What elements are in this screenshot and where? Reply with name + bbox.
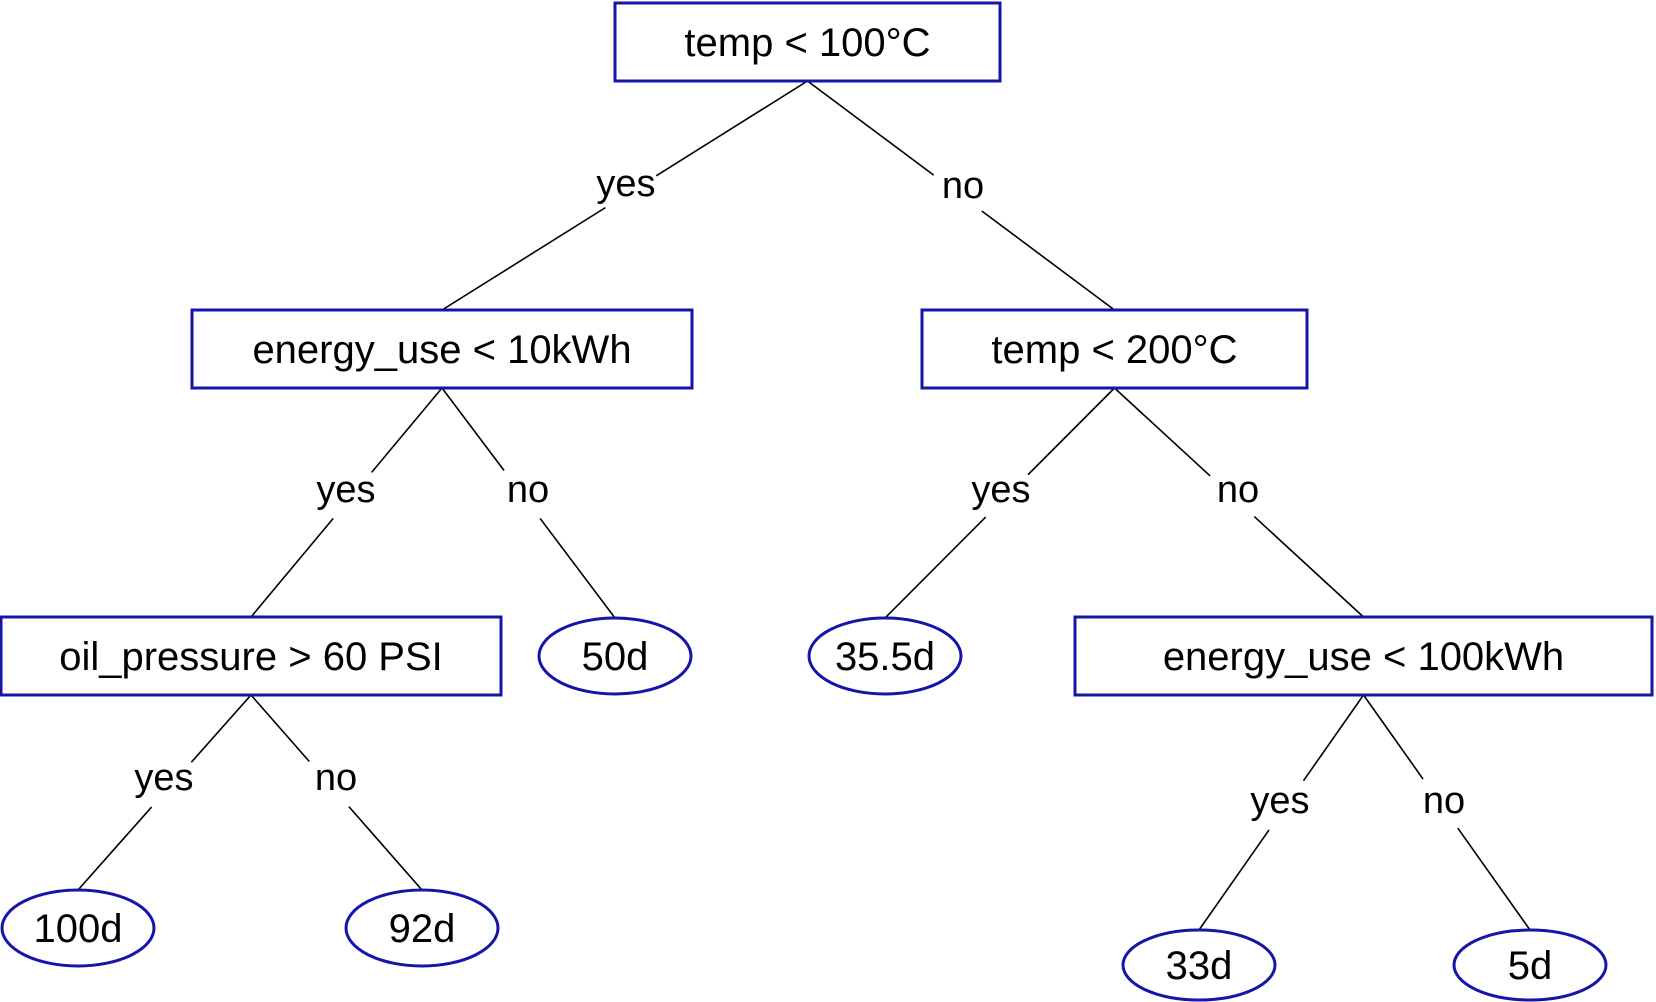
leaf-node-label: 50d [582,635,649,679]
branch-label-no: no [315,757,357,799]
leaf-node-leaf_100 [0,888,156,968]
decision-node-label: energy_use < 100kWh [1163,635,1564,679]
branch-label-yes: yes [596,163,655,205]
edge-oil-to-leaf_92-lower [348,806,423,891]
leaf-node-leaf_5 [1452,928,1608,1002]
branch-label-no: no [942,165,984,207]
decision-node-label: energy_use < 10kWh [252,328,631,372]
decision-node-label: temp < 100°C [684,21,930,65]
edge-root-to-energy_10-lower [441,206,606,311]
branch-label-no: no [507,469,549,511]
edge-energy_10-to-oil-lower [250,517,334,618]
edge-oil-to-leaf_100-upper [190,694,252,763]
edge-root-to-energy_10-upper [655,80,808,177]
edge-temp_200-to-energy_100-upper [1113,387,1211,477]
edge-energy_100-to-leaf_33-upper [1302,694,1365,782]
edge-root-to-temp_200-lower [981,210,1115,311]
branch-label-no: no [1423,780,1465,822]
edge-temp_200-to-energy_100-lower [1253,515,1365,618]
decision-node-label: oil_pressure > 60 PSI [59,635,443,679]
leaf-node-leaf_33 [1121,928,1277,1002]
edge-energy_100-to-leaf_5-upper [1362,694,1424,780]
edge-temp_200-to-leaf_355-lower [884,516,987,619]
edge-oil-to-leaf_92-upper [250,694,310,763]
leaf-node-label: 35.5d [835,635,935,679]
leaf-node-leaf_50 [537,616,693,696]
decision-node-temp_200 [920,308,1309,390]
branch-label-yes: yes [316,469,375,511]
decision-node-energy_10 [190,308,694,390]
branch-label-no: no [1217,469,1259,511]
branch-label-yes: yes [971,469,1030,511]
decision-node-label: temp < 200°C [991,328,1237,372]
edge-energy_100-to-leaf_5-lower [1457,827,1531,931]
edge-temp_200-to-leaf_355-upper [1027,387,1116,476]
decision-node-oil [0,615,503,697]
decision-node-root [613,1,1002,83]
edge-energy_10-to-leaf_50-lower [539,517,616,619]
edge-energy_100-to-leaf_33-lower [1198,829,1270,931]
branch-label-yes: yes [1250,780,1309,822]
leaf-node-leaf_92 [344,888,500,968]
leaf-node-label: 100d [34,907,123,951]
decision-node-energy_100 [1073,615,1654,697]
edge-root-to-temp_200-upper [807,80,935,176]
leaf-node-label: 33d [1166,944,1233,988]
leaf-node-label: 92d [389,907,456,951]
leaf-node-label: 5d [1508,944,1553,988]
leaf-node-leaf_355 [807,616,963,696]
edge-energy_10-to-leaf_50-upper [441,387,505,471]
edge-oil-to-leaf_100-lower [77,806,153,891]
branch-label-yes: yes [134,757,193,799]
edge-energy_10-to-oil-upper [371,387,443,473]
